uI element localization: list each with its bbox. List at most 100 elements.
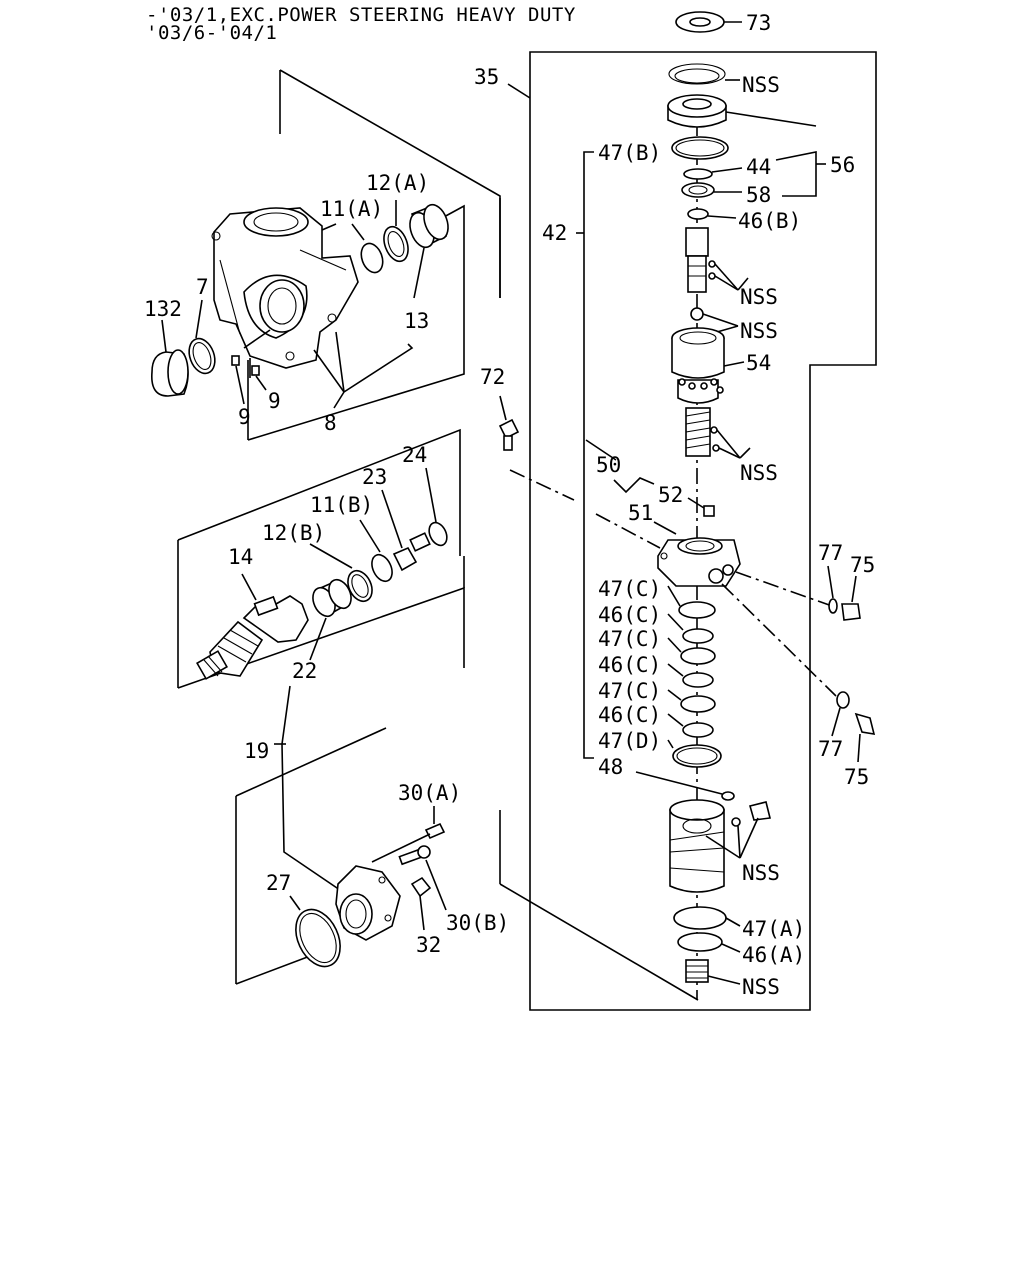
label-13: 13 [404,309,429,333]
label-nss-e: NSS [742,975,780,999]
screw-52 [703,505,715,517]
leader-35 [507,83,531,99]
ball-48 [635,771,735,801]
bearing-13 [409,203,449,299]
label-132: 132 [144,297,182,321]
leader-13 [343,343,414,393]
label-72: 72 [480,365,505,389]
top-cap [667,94,817,128]
bottom-plug [685,959,741,985]
sector-box [177,428,461,556]
label-51: 51 [628,501,653,525]
label-9b: 9 [268,389,281,413]
label-47c-1: 47(C) [598,577,661,601]
o-ring-47a [673,906,741,930]
fitting-75-upper [841,575,861,621]
header-line-1: -'03/1,EXC.POWER STEERING HEAVY DUTY [146,4,576,26]
label-27: 27 [266,871,291,895]
label-11a: 11(A) [320,197,383,221]
label-8: 8 [324,411,337,435]
label-nss-a: NSS [740,285,778,309]
label-7: 7 [196,275,209,299]
leader-19 [281,685,341,891]
label-44: 44 [746,155,771,179]
lower-sleeve [669,799,771,893]
label-30a: 30(A) [398,781,461,805]
ring-46b [687,208,737,220]
cap-132 [151,319,189,397]
label-50: 50 [596,453,621,477]
bracket-56 [775,151,817,197]
label-42: 42 [542,221,567,245]
label-58: 58 [746,183,771,207]
dash-port-lower [721,583,837,697]
ring-58 [681,182,742,198]
label-47b: 47(B) [598,141,661,165]
header-line-2: '03/6-'04/1 [146,22,278,44]
fitting-75-lower [854,712,876,763]
leader-50-52 [613,477,655,494]
label-12a: 12(A) [366,171,429,195]
o-ring-46a [677,932,741,953]
dash-72 [509,469,575,501]
sector-shaft-14 [196,573,309,680]
label-32: 32 [416,933,441,957]
label-nss-d: NSS [742,861,780,885]
bolt-30b [398,845,447,911]
label-35: 35 [474,65,499,89]
label-47c-2: 47(C) [598,627,661,651]
seal-44 [683,167,743,180]
label-48: 48 [598,755,623,779]
label-75-upper: 75 [850,553,875,577]
label-46a: 46(A) [742,943,805,967]
label-46c-1: 46(C) [598,603,661,627]
o-ring-7 [188,299,216,375]
seal-12b [309,543,373,603]
bracket-42 [583,151,594,759]
label-52: 52 [658,483,683,507]
plug-9b [251,365,267,391]
snap-ring-11b [359,519,393,583]
seal-12a [383,200,409,263]
label-46c-2: 46(C) [598,653,661,677]
label-77-lower: 77 [818,737,843,761]
bolt-72 [498,395,520,451]
leader-50 [585,439,617,461]
snap-ring-nss-top [668,63,740,85]
label-24: 24 [402,443,427,467]
snap-ring-11a [351,223,384,274]
label-54: 54 [746,351,771,375]
assembly-frame-35 [529,51,877,1011]
label-14: 14 [228,545,253,569]
leader-8 [313,349,345,393]
valve-housing-54 [671,327,745,404]
side-cover [335,865,401,941]
washer-77-upper [827,565,838,614]
washer-77-lower [831,691,850,737]
valve-spool [685,227,749,293]
adjust-screw-24 [409,467,448,552]
label-46b: 46(B) [738,209,801,233]
o-ring-47b [671,136,729,160]
bolt-30a [371,806,446,863]
label-47a: 47(A) [742,917,805,941]
valve-body-51 [657,537,741,587]
label-19: 19 [244,739,269,763]
bearing-22 [309,578,352,661]
seal-73 [675,11,742,33]
label-23: 23 [362,465,387,489]
label-nss-top: NSS [742,73,780,97]
worm-shaft [685,407,751,459]
leader-51 [653,521,677,535]
label-75-lower: 75 [844,765,869,789]
plug-9a [231,355,245,405]
label-nss-b: NSS [740,319,778,343]
label-22: 22 [292,659,317,683]
dash-port-upper [735,571,833,607]
o-ring-stack [672,601,722,768]
o-ring-27 [289,895,341,968]
label-47c-3: 47(C) [598,679,661,703]
label-nss-c: NSS [740,461,778,485]
